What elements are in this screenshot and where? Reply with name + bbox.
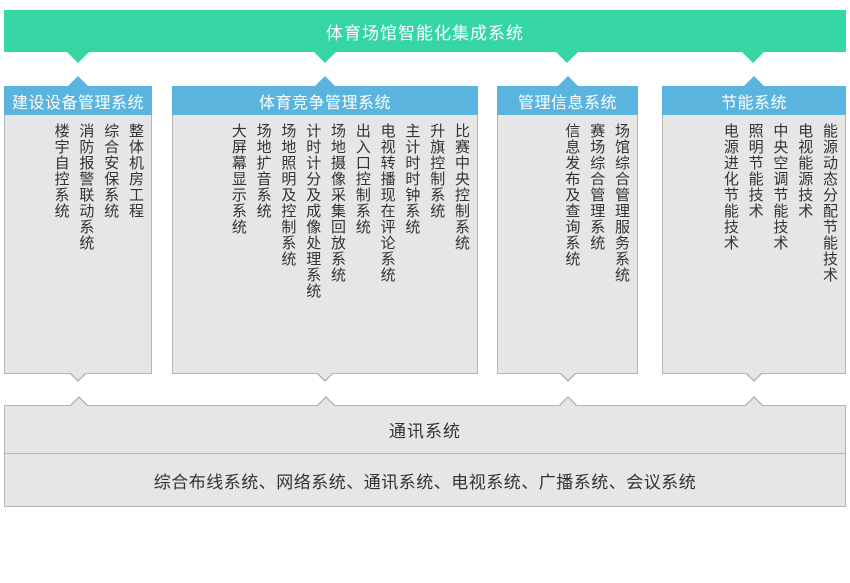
pillar-2-item-2: 升旗控制系统 — [428, 123, 446, 219]
pillar-2-header: 体育竞争管理系统 — [172, 86, 478, 115]
green-down-arrow-4 — [742, 52, 764, 63]
pillar-2-item-6: 场地摄像采集回放系统 — [329, 123, 347, 283]
pillar-management-information[interactable]: 管理信息系统 场馆综合管理服务系统 赛场综合管理系统 信息发布及查询系统 — [497, 86, 638, 374]
comms-up-arrow-2 — [316, 396, 336, 406]
pillar-1-header: 建设设备管理系统 — [4, 86, 152, 115]
master-system-bar: 体育场馆智能化集成系统 — [4, 10, 846, 52]
pillar-4-title: 节能系统 — [720, 94, 787, 112]
comms-up-arrow-3 — [558, 396, 578, 406]
pillar-4-item-3: 中央空调节能技术 — [771, 123, 789, 251]
pillar-3-body: 场馆综合管理服务系统 赛场综合管理系统 信息发布及查询系统 — [497, 115, 638, 374]
green-down-arrow-1 — [67, 52, 89, 63]
pillar-1-item-3: 消防报警联动系统 — [77, 123, 95, 251]
communications-block[interactable]: 通讯系统 综合布线系统、网络系统、通讯系统、电视系统、广播系统、会议系统 — [4, 396, 846, 507]
pillar-1-item-1: 整体机房工程 — [127, 123, 144, 219]
pillar-2-item-4: 电视转播现在评论系统 — [378, 123, 396, 283]
pillar-3-item-3: 信息发布及查询系统 — [563, 123, 581, 267]
pillar-2-item-10: 大屏幕显示系统 — [229, 123, 247, 235]
pillar-3-header: 管理信息系统 — [497, 86, 638, 115]
pillar-2-item-3: 主计时时钟系统 — [403, 123, 421, 235]
pillar-3-title: 管理信息系统 — [517, 94, 617, 112]
pillar-construction-equipment[interactable]: 建设设备管理系统 整体机房工程 综合安保系统 消防报警联动系统 楼宇自控系统 — [4, 86, 152, 374]
pillar-4-item-2: 电视能源技术 — [796, 123, 814, 219]
pillar-3-item-2: 赛场综合管理系统 — [588, 123, 606, 251]
pillar-1-item-2: 综合安保系统 — [102, 123, 120, 219]
pillar-2-item-1: 比赛中央控制系统 — [453, 123, 470, 251]
comms-up-arrow-4 — [744, 396, 764, 406]
comms-up-arrow-1 — [69, 396, 89, 406]
pillar-2-title: 体育竞争管理系统 — [258, 94, 391, 112]
pillar-2-body: 比赛中央控制系统 升旗控制系统 主计时时钟系统 电视转播现在评论系统 出入口控制… — [172, 115, 478, 374]
pillar-2-item-9: 场地扩音系统 — [254, 123, 272, 219]
comms-title-row: 通讯系统 — [5, 406, 845, 454]
pillar-4-item-1: 能源动态分配节能技术 — [821, 123, 838, 283]
pillar-energy-saving[interactable]: 节能系统 能源动态分配节能技术 电视能源技术 中央空调节能技术 照明节能技术 电… — [662, 86, 846, 374]
pillar-3-item-1: 场馆综合管理服务系统 — [613, 123, 630, 283]
pillar-sports-competition[interactable]: 体育竞争管理系统 比赛中央控制系统 升旗控制系统 主计时时钟系统 电视转播现在评… — [172, 86, 478, 374]
pillar-4-body: 能源动态分配节能技术 电视能源技术 中央空调节能技术 照明节能技术 电源进化节能… — [662, 115, 846, 374]
pillar-1-body: 整体机房工程 综合安保系统 消防报警联动系统 楼宇自控系统 — [4, 115, 152, 374]
pillar-1-item-4: 楼宇自控系统 — [52, 123, 70, 219]
pillar-2-item-5: 出入口控制系统 — [353, 123, 371, 235]
green-down-arrow-2 — [314, 52, 336, 63]
pillar-1-title: 建设设备管理系统 — [11, 94, 144, 112]
master-system-title: 体育场馆智能化集成系统 — [326, 23, 524, 43]
pillar-4-item-4: 照明节能技术 — [746, 123, 764, 219]
pillar-2-item-7: 计时计分及成像处理系统 — [304, 123, 322, 299]
pillar-4-item-5: 电源进化节能技术 — [721, 123, 739, 251]
comms-title: 通讯系统 — [389, 422, 461, 441]
pillar-2-item-8: 场地照明及控制系统 — [279, 123, 297, 267]
comms-subtitle: 综合布线系统、网络系统、通讯系统、电视系统、广播系统、会议系统 — [153, 472, 697, 492]
green-down-arrow-3 — [556, 52, 578, 63]
pillar-4-header: 节能系统 — [662, 86, 846, 115]
comms-subtitle-row: 综合布线系统、网络系统、通讯系统、电视系统、广播系统、会议系统 — [5, 454, 845, 506]
